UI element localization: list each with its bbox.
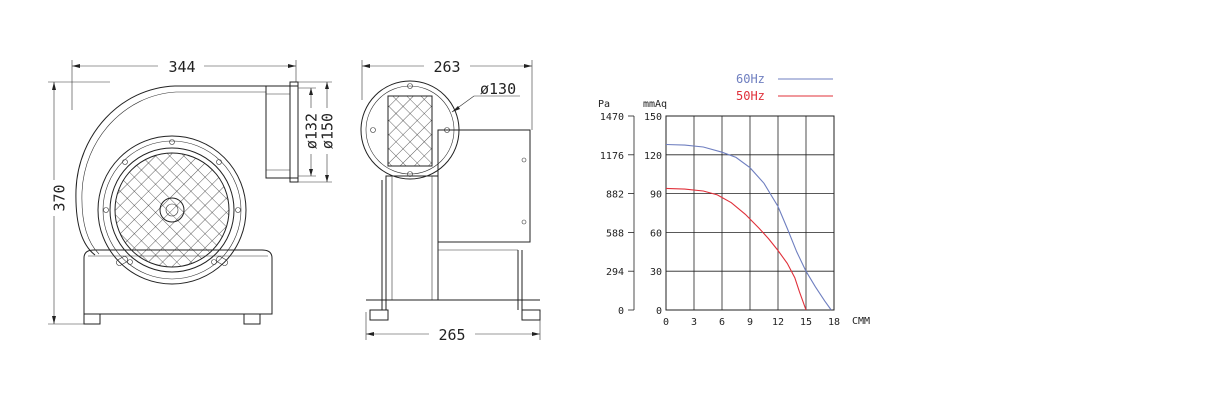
height-label: 370 [51, 184, 69, 211]
motor-hub [159, 197, 185, 223]
y-tick-label-mmaq: 120 [644, 151, 662, 162]
width-label: 344 [168, 58, 195, 76]
legend-label-50hz: 50Hz [736, 89, 765, 103]
x-tick-label: 18 [828, 317, 840, 328]
inlet-dia-label: ø130 [480, 80, 516, 98]
x-tick-label: 12 [772, 317, 784, 328]
base-foot-left [83, 313, 101, 325]
housing-bolt-holes [103, 139, 241, 265]
motor-box [437, 129, 531, 243]
inlet-filter-mesh [387, 95, 433, 167]
chart-legend: 60Hz 50Hz [736, 72, 833, 103]
series-line-60hz [665, 143, 832, 311]
motor-housing-outer [97, 135, 247, 285]
volute-housing-outer [75, 85, 266, 256]
base-foot-right [243, 313, 261, 325]
base-frame [83, 249, 273, 315]
front-foot-right [521, 309, 541, 321]
series-line-50hz [665, 187, 807, 311]
y-axis-unit-mmaq: mmAq [643, 99, 667, 110]
y-tick-label-mmaq: 60 [650, 228, 662, 239]
x-tick-label: 9 [747, 317, 753, 328]
top-width-label: 263 [433, 58, 460, 76]
dia132-label: ø132 [303, 113, 321, 149]
x-axis-unit: CMM [852, 316, 870, 327]
dia150-label: ø150 [319, 113, 337, 149]
chart-series [665, 143, 832, 311]
y-tick-label-mmaq: 0 [656, 306, 662, 317]
inlet-guard-mesh [114, 152, 230, 268]
y-tick-label-pa: 0 [618, 306, 624, 317]
outlet-flange [289, 81, 299, 183]
legend-label-60hz: 60Hz [736, 72, 765, 86]
side-view: 344 370 ø132 ø150 [45, 57, 337, 325]
y-tick-label-pa: 1470 [600, 112, 624, 123]
x-tick-label: 15 [800, 317, 812, 328]
y-tick-label-pa: 882 [606, 190, 624, 201]
y-tick-label-mmaq: 150 [644, 112, 662, 123]
y-axis-unit-pa: Pa [598, 99, 610, 110]
x-tick-label: 3 [691, 317, 697, 328]
y-tick-label-pa: 1176 [600, 151, 624, 162]
y-tick-label-mmaq: 90 [650, 190, 662, 201]
outlet-duct [265, 85, 299, 179]
front-view: 263 ø130 [360, 57, 541, 344]
x-tick-label: 6 [719, 317, 725, 328]
blower-housing-side [385, 175, 439, 301]
bottom-width-label: 265 [438, 326, 465, 344]
y-tick-label-mmaq: 30 [650, 267, 662, 278]
y-tick-label-pa: 294 [606, 267, 624, 278]
base-slots [116, 256, 228, 266]
chart-grid [628, 115, 835, 311]
x-tick-label: 0 [663, 317, 669, 328]
motor-face [109, 147, 235, 273]
y-tick-label-pa: 588 [606, 228, 624, 239]
front-foot-left [369, 309, 389, 321]
